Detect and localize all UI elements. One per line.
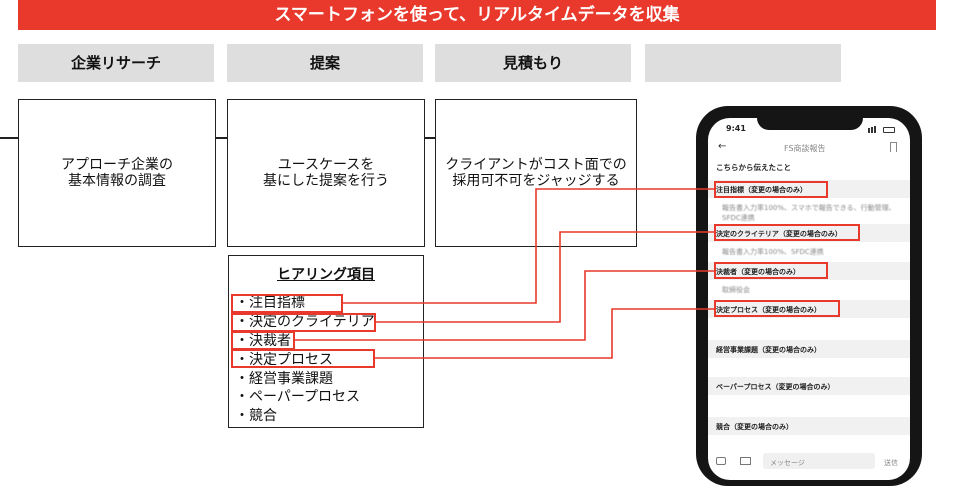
hearing-item: ・ペーパープロセス (235, 389, 361, 405)
connector-line (423, 137, 436, 139)
step-text: クライアントがコスト面での (445, 157, 627, 173)
section-label: 注目指標（変更の場合のみ） (716, 186, 807, 194)
section-value: 報告書入力率100%、スマホで報告できる、行動管理、SFDC連携 (722, 204, 896, 222)
highlight-box (231, 331, 295, 350)
step-text: アプローチ企業の (61, 157, 173, 173)
connector-line (0, 137, 19, 139)
message-placeholder: メッセージ (770, 459, 805, 467)
section-band (708, 180, 910, 198)
connector-arrow (375, 308, 714, 359)
hearing-item: ・決定プロセス (235, 352, 333, 368)
highlight-box (231, 313, 376, 332)
hearing-item: ・注目指標 (235, 295, 305, 311)
phone-highlight (714, 224, 860, 241)
section-label: 決定のクライテリア（変更の場合のみ） (716, 230, 842, 238)
phone-highlight (714, 181, 828, 198)
step-box-research: アプローチ企業の 基本情報の調査 (18, 99, 216, 247)
step-text: ユースケースを (277, 157, 375, 173)
signal-icon (874, 126, 876, 133)
camera-icon[interactable] (716, 457, 726, 465)
section-value: 取締役会 (722, 286, 750, 294)
battery-icon (883, 127, 895, 133)
step-text: 基にした提案を行う (263, 173, 389, 189)
intro-text: こちらから伝えたこと (716, 163, 791, 172)
phase-proposal: 提案 (227, 44, 423, 82)
screen-title: FS商談報告 (784, 144, 826, 153)
section-band (708, 340, 910, 358)
connector-line (215, 137, 228, 139)
message-input[interactable] (763, 453, 875, 469)
step-text: 採用可不可をジャッジする (452, 173, 620, 189)
step-box-estimate: クライアントがコスト面での 採用可不可をジャッジする (435, 99, 637, 247)
hearing-item: ・競合 (235, 408, 277, 424)
phone-highlight (714, 300, 840, 317)
highlight-box (231, 294, 343, 313)
signal-icon (871, 127, 873, 133)
section-label: ペーパープロセス（変更の場合のみ） (716, 383, 835, 391)
section-value: 報告書入力率100%、SFDC連携 (722, 248, 824, 256)
section-band (708, 262, 910, 280)
phase-research: 企業リサーチ (18, 44, 214, 82)
status-time: 9:41 (726, 124, 746, 133)
bookmark-icon[interactable] (890, 142, 897, 152)
phone-highlight (714, 262, 828, 279)
section-label: 経営事業課題（変更の場合のみ） (716, 346, 821, 354)
send-button[interactable]: 送信 (884, 459, 898, 467)
status-icons (868, 126, 896, 133)
phone-notch (757, 112, 863, 130)
hearing-item: ・経営事業課題 (235, 371, 333, 387)
section-band (708, 377, 910, 395)
phase-empty (645, 44, 841, 82)
image-icon[interactable] (740, 457, 751, 465)
section-label: 決裁者（変更の場合のみ） (716, 268, 800, 276)
section-label: 決定プロセス（変更の場合のみ） (716, 306, 821, 314)
banner-title: スマートフォンを使って、リアルタイムデータを収集 (18, 0, 936, 30)
step-text: 基本情報の調査 (68, 173, 166, 189)
hearing-title: ヒアリング項目 (277, 267, 375, 283)
phase-estimate: 見積もり (435, 44, 631, 82)
back-icon[interactable]: ← (718, 141, 727, 152)
step-box-proposal: ユースケースを 基にした提案を行う (227, 99, 425, 247)
hearing-item: ・決裁者 (235, 333, 291, 349)
section-band (708, 417, 910, 435)
section-band (708, 300, 910, 318)
highlight-box (231, 349, 375, 368)
section-label: 競合（変更の場合のみ） (716, 423, 793, 431)
signal-icon (868, 128, 870, 133)
